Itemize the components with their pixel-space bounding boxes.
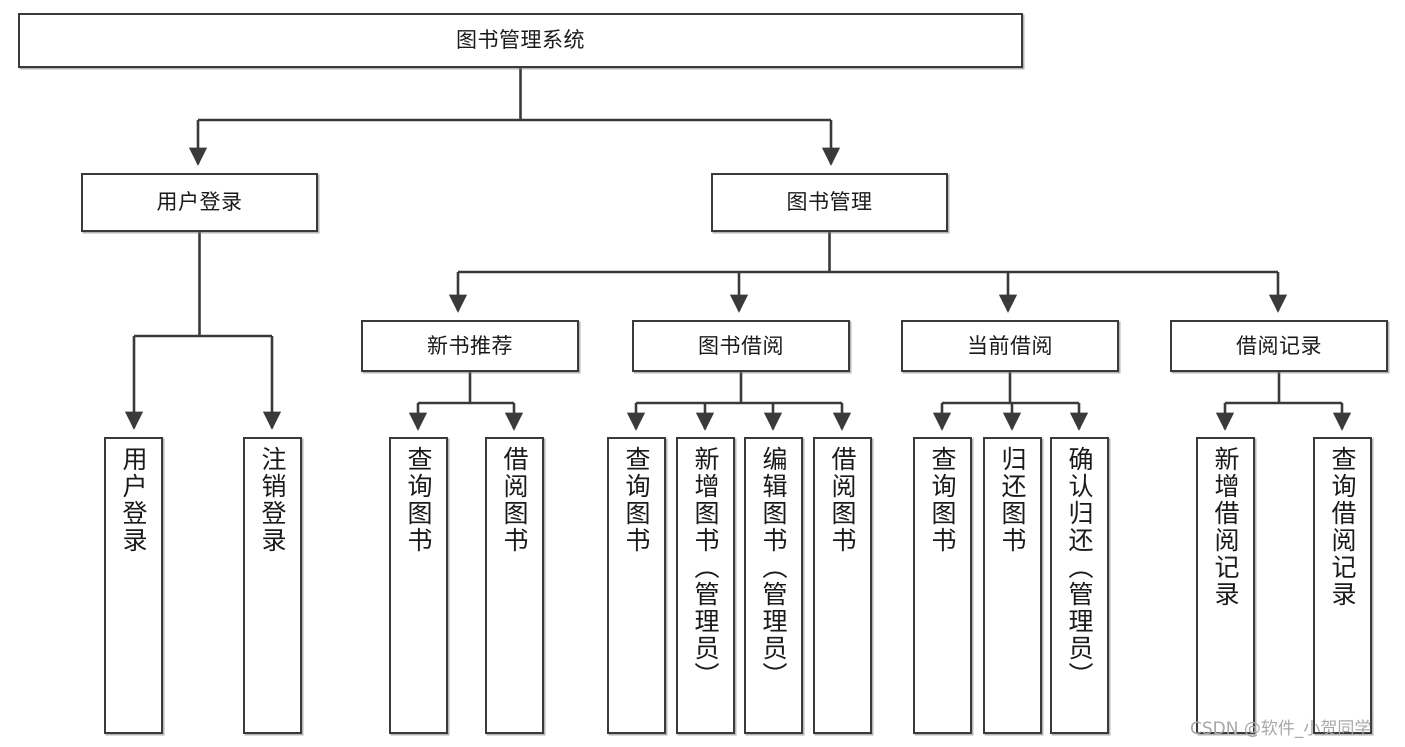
leaf-query-book-current-label: 查询图书: [928, 446, 957, 554]
node-borrow-record-label: 借阅记录: [1236, 333, 1322, 358]
node-book-management-label: 图书管理: [786, 190, 873, 215]
node-book-borrow[interactable]: 图书借阅: [632, 320, 850, 372]
leaf-return-book-label: 归还图书: [998, 446, 1027, 554]
leaf-return-book[interactable]: 归还图书: [983, 437, 1042, 734]
csdn-watermark: CSDN @软件_小贺同学: [1190, 719, 1372, 739]
node-new-book-recommend-label: 新书推荐: [427, 333, 513, 358]
leaf-borrow-book-label: 借阅图书: [828, 446, 857, 554]
leaf-user-login[interactable]: 用户登录: [104, 437, 163, 734]
leaf-query-book-recommend[interactable]: 查询图书: [389, 437, 448, 734]
node-user-login-label: 用户登录: [156, 190, 243, 215]
leaf-logout-login[interactable]: 注销登录: [243, 437, 302, 734]
leaf-query-book-borrow[interactable]: 查询图书: [607, 437, 666, 734]
leaf-user-login-label: 用户登录: [119, 446, 148, 554]
leaf-query-book-borrow-label: 查询图书: [622, 446, 651, 554]
leaf-confirm-return-admin-label: 确认归还（管理员）: [1065, 446, 1094, 689]
node-current-borrow-label: 当前借阅: [967, 333, 1053, 358]
leaf-query-borrow-record-label: 查询借阅记录: [1328, 446, 1357, 608]
leaf-query-book-current[interactable]: 查询图书: [913, 437, 972, 734]
leaf-add-book-admin-label: 新增图书（管理员）: [691, 446, 720, 689]
leaf-add-book-admin[interactable]: 新增图书（管理员）: [676, 437, 735, 734]
leaf-add-borrow-record[interactable]: 新增借阅记录: [1196, 437, 1255, 734]
node-current-borrow[interactable]: 当前借阅: [901, 320, 1119, 372]
leaf-query-borrow-record[interactable]: 查询借阅记录: [1313, 437, 1372, 734]
node-root-label: 图书管理系统: [456, 28, 585, 53]
leaf-borrow-book-recommend[interactable]: 借阅图书: [485, 437, 544, 734]
leaf-add-borrow-record-label: 新增借阅记录: [1211, 446, 1240, 608]
node-book-borrow-label: 图书借阅: [698, 333, 784, 358]
node-borrow-record[interactable]: 借阅记录: [1170, 320, 1388, 372]
node-book-management[interactable]: 图书管理: [711, 173, 948, 232]
leaf-edit-book-admin[interactable]: 编辑图书（管理员）: [744, 437, 803, 734]
leaf-borrow-book[interactable]: 借阅图书: [813, 437, 872, 734]
node-new-book-recommend[interactable]: 新书推荐: [361, 320, 579, 372]
leaf-borrow-book-recommend-label: 借阅图书: [500, 446, 529, 554]
leaf-edit-book-admin-label: 编辑图书（管理员）: [759, 446, 788, 689]
leaf-logout-login-label: 注销登录: [258, 446, 287, 554]
leaf-confirm-return-admin[interactable]: 确认归还（管理员）: [1050, 437, 1109, 734]
node-root[interactable]: 图书管理系统: [18, 13, 1023, 68]
node-user-login[interactable]: 用户登录: [81, 173, 318, 232]
leaf-query-book-recommend-label: 查询图书: [404, 446, 433, 554]
